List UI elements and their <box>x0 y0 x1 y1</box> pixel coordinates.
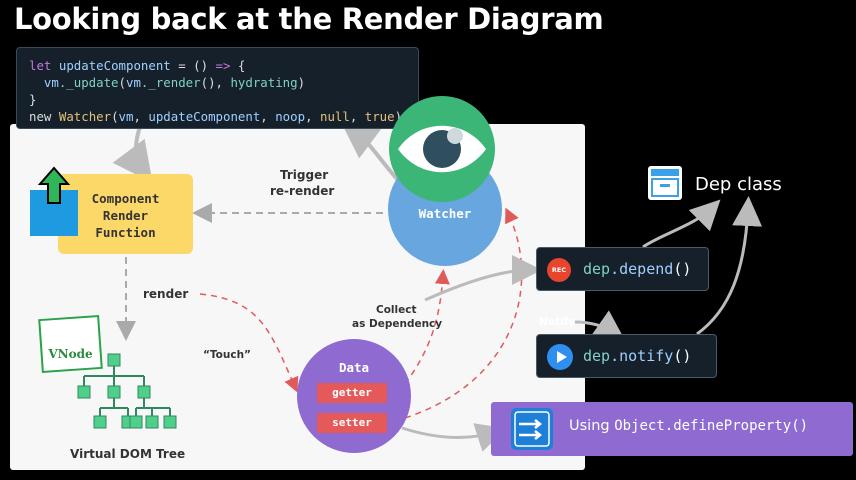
arrow-notify-to-depclass <box>696 196 763 336</box>
rerender-label: re-render <box>270 184 335 198</box>
code-line-2: vm._update(vm._render(), hydrating) <box>43 75 306 90</box>
code-line-4: new Watcher(vm, updateComponent, noop, n… <box>29 109 403 124</box>
arrow-setter-to-define <box>401 423 507 452</box>
code-line-3: } <box>29 92 37 107</box>
component-render-label: Component Render Function <box>91 191 160 240</box>
arrow-depend-to-depclass <box>642 199 721 249</box>
arrow-collect-to-depend <box>424 255 542 302</box>
trigger-label: Trigger <box>280 168 329 182</box>
notify-label: Notify <box>539 316 576 328</box>
window-icon <box>648 166 682 200</box>
property-arrows-icon <box>511 408 553 450</box>
virtual-dom-tree-label: Virtual DOM Tree <box>70 447 186 461</box>
watcher-label: Watcher <box>418 206 472 221</box>
component-render-box <box>58 174 193 254</box>
code-snippet: let updateComponent = () => { vm._update… <box>16 47 419 129</box>
dep-notify-box: dep.notify() <box>536 334 717 378</box>
slide-title: Looking back at the Render Diagram <box>14 2 604 36</box>
dep-class-label: Dep class <box>695 174 782 195</box>
getter-pill: getter <box>317 383 387 403</box>
dep-depend-text: dep.depend() <box>583 260 692 278</box>
arrow-setter-to-watcher <box>404 207 523 419</box>
dep-notify-text: dep.notify() <box>583 347 692 365</box>
define-property-text: Using Object.defineProperty() <box>569 418 809 434</box>
dep-depend-box: REC dep.depend() <box>536 247 709 291</box>
play-icon <box>547 344 573 370</box>
collect-label: Collect <box>376 304 417 316</box>
vnode-label: VNode <box>48 347 93 361</box>
code-line-1: let updateComponent = () => { <box>29 58 246 73</box>
setter-pill: setter <box>317 413 387 433</box>
arrow-touch <box>199 293 299 393</box>
data-label: Data <box>338 360 370 375</box>
render-label: render <box>143 287 189 301</box>
touch-label: “Touch” <box>203 349 251 361</box>
arrow-notify <box>574 310 625 340</box>
as-dependency-label: as Dependency <box>352 318 443 330</box>
arrow-collect <box>404 269 450 385</box>
arrow-watcher-to-code <box>339 118 400 182</box>
record-icon: REC <box>547 258 571 282</box>
